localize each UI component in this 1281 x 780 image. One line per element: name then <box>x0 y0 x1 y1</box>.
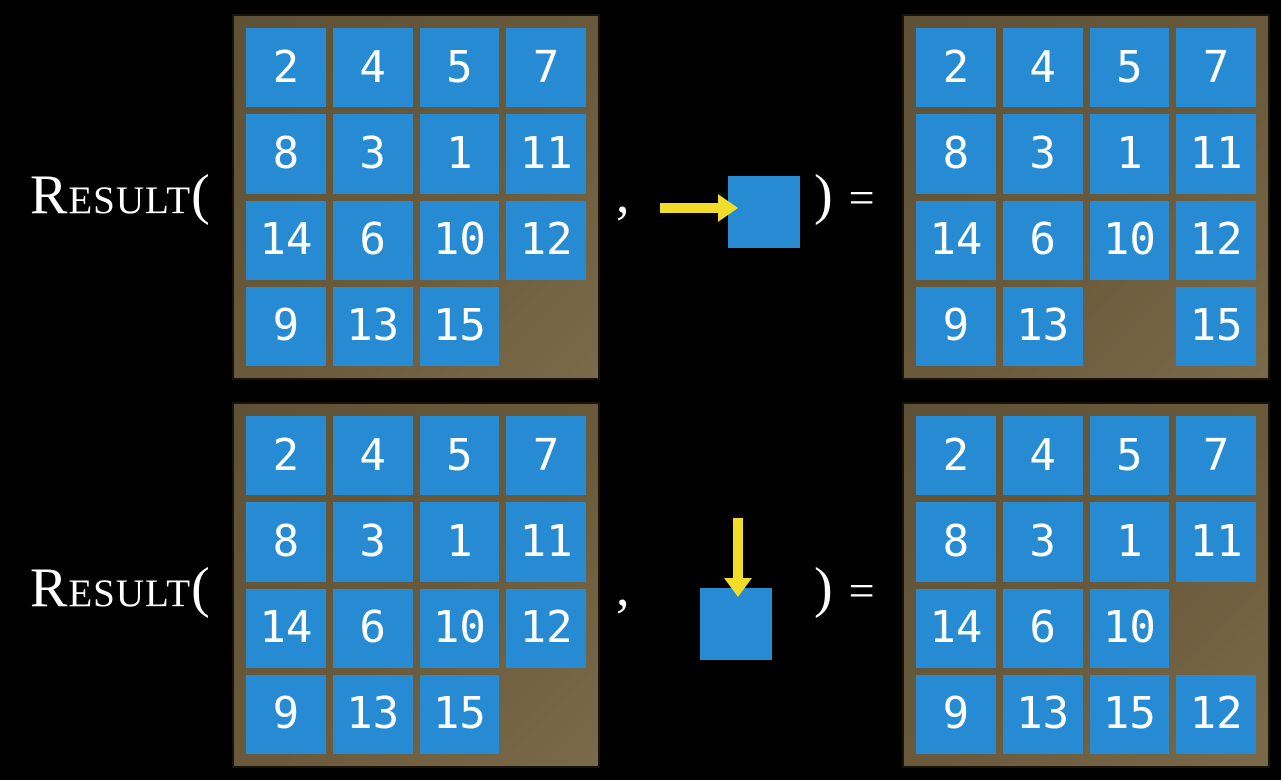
empty-cell <box>1090 287 1170 366</box>
puzzle-tile-15: 15 <box>1176 286 1256 366</box>
puzzle-tile-6: 6 <box>1002 588 1083 668</box>
puzzle-tile-11: 11 <box>1176 114 1256 194</box>
puzzle-tile-9: 9 <box>246 674 326 754</box>
puzzle-tile-11: 11 <box>506 114 586 194</box>
puzzle-tile-9: 9 <box>916 674 996 754</box>
empty-cell <box>506 675 586 754</box>
puzzle-tile-14: 14 <box>246 588 326 668</box>
puzzle-tile-2: 2 <box>246 28 326 108</box>
puzzle-tile-14: 14 <box>916 200 996 280</box>
action-tile <box>728 176 800 248</box>
puzzle-tile-2: 2 <box>916 28 996 108</box>
puzzle-tile-4: 4 <box>332 28 413 108</box>
empty-cell <box>1176 589 1256 668</box>
puzzle-tile-11: 11 <box>506 502 586 582</box>
close-paren: ) <box>814 164 833 226</box>
puzzle-tile-5: 5 <box>419 28 500 108</box>
puzzle-tile-14: 14 <box>916 588 996 668</box>
puzzle-tile-13: 13 <box>1002 674 1083 754</box>
puzzle-tile-8: 8 <box>246 114 326 194</box>
comma-separator: , <box>616 164 630 224</box>
puzzle-tile-3: 3 <box>332 114 413 194</box>
close-paren: ) <box>814 557 833 619</box>
puzzle-tile-5: 5 <box>419 416 500 496</box>
puzzle-tile-14: 14 <box>246 200 326 280</box>
puzzle-tile-3: 3 <box>1002 502 1083 582</box>
action-tile <box>700 588 772 660</box>
puzzle-tile-10: 10 <box>1089 200 1170 280</box>
close-paren-equals: ) = <box>814 167 875 223</box>
right-arrow-icon <box>660 194 738 222</box>
puzzle-tile-12: 12 <box>506 200 586 280</box>
puzzle-tile-8: 8 <box>916 114 996 194</box>
puzzle-tile-9: 9 <box>246 286 326 366</box>
puzzle-tile-13: 13 <box>332 286 413 366</box>
puzzle-tile-8: 8 <box>916 502 996 582</box>
comma-separator: , <box>616 557 630 617</box>
puzzle-tile-15: 15 <box>419 674 500 754</box>
puzzle-tile-12: 12 <box>1176 200 1256 280</box>
puzzle-tile-6: 6 <box>332 200 413 280</box>
puzzle-tile-1: 1 <box>1089 114 1170 194</box>
puzzle-tile-13: 13 <box>1002 286 1083 366</box>
puzzle-tile-4: 4 <box>332 416 413 496</box>
equals-sign: = <box>848 172 875 223</box>
puzzle-tile-12: 12 <box>506 588 586 668</box>
puzzle-tile-13: 13 <box>332 674 413 754</box>
puzzle-tile-5: 5 <box>1089 416 1170 496</box>
close-paren-equals: ) = <box>814 560 875 616</box>
puzzle-tile-2: 2 <box>916 416 996 496</box>
down-arrow-icon <box>724 518 752 597</box>
puzzle-tile-1: 1 <box>419 502 500 582</box>
puzzle-tile-11: 11 <box>1176 502 1256 582</box>
puzzle-tile-5: 5 <box>1089 28 1170 108</box>
result-function-label: Result( <box>30 164 211 226</box>
puzzle-tile-8: 8 <box>246 502 326 582</box>
puzzle-tile-1: 1 <box>419 114 500 194</box>
puzzle-tile-15: 15 <box>1089 674 1170 754</box>
puzzle-tile-7: 7 <box>506 28 586 108</box>
puzzle-tile-7: 7 <box>506 416 586 496</box>
puzzle-tile-10: 10 <box>1089 588 1170 668</box>
puzzle-tile-1: 1 <box>1089 502 1170 582</box>
puzzle-tile-3: 3 <box>332 502 413 582</box>
puzzle-tile-4: 4 <box>1002 28 1083 108</box>
puzzle-tile-6: 6 <box>1002 200 1083 280</box>
puzzle-tile-10: 10 <box>419 200 500 280</box>
puzzle-tile-6: 6 <box>332 588 413 668</box>
puzzle-tile-7: 7 <box>1176 28 1256 108</box>
empty-cell <box>506 287 586 366</box>
puzzle-tile-4: 4 <box>1002 416 1083 496</box>
puzzle-tile-12: 12 <box>1176 674 1256 754</box>
result-function-label: Result( <box>30 557 211 619</box>
puzzle-tile-3: 3 <box>1002 114 1083 194</box>
puzzle-tile-9: 9 <box>916 286 996 366</box>
puzzle-tile-7: 7 <box>1176 416 1256 496</box>
puzzle-tile-15: 15 <box>419 286 500 366</box>
puzzle-tile-2: 2 <box>246 416 326 496</box>
puzzle-tile-10: 10 <box>419 588 500 668</box>
equals-sign: = <box>848 565 875 616</box>
